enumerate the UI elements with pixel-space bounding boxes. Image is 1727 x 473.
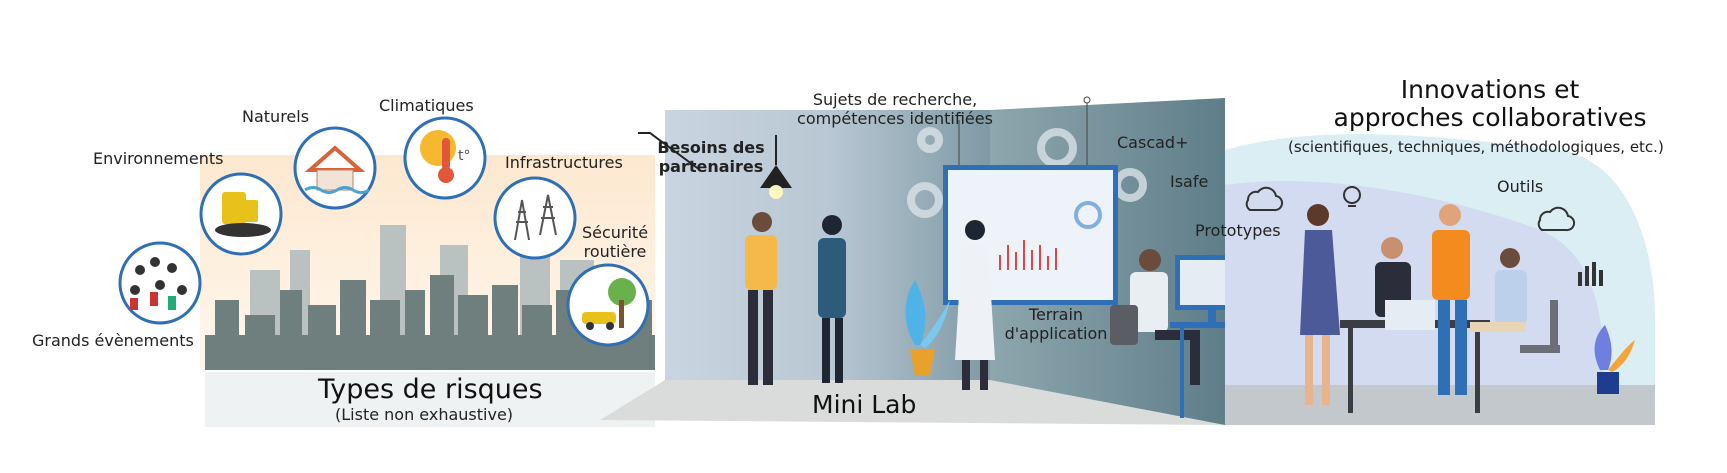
chart-icon xyxy=(1578,262,1603,286)
collaborators xyxy=(1300,204,1527,405)
cloud-icon xyxy=(1245,186,1576,232)
lightbulb-icon xyxy=(1343,186,1361,207)
label-grands-evenements: Grands évènements xyxy=(32,331,194,350)
label-securite-routiere: Sécurité routière xyxy=(580,223,650,261)
label-securite-line2: routière xyxy=(583,242,647,261)
label-besoins-line2: partenaires xyxy=(658,157,764,176)
oil-barrel-icon xyxy=(199,172,283,256)
label-naturels: Naturels xyxy=(242,107,310,126)
label-terrain-application: Terrain d'application xyxy=(1000,305,1112,343)
label-isafe: Isafe xyxy=(1170,172,1209,191)
team-members xyxy=(745,212,1200,390)
house-flood-icon xyxy=(293,126,377,210)
car-tree-icon xyxy=(566,263,650,347)
minilab-section xyxy=(600,96,1290,425)
innovations-subtitle: (scientifiques, techniques, méthodologiq… xyxy=(1288,138,1664,156)
label-prototypes: Prototypes xyxy=(1195,221,1281,240)
innovations-title-line2: approches collaboratives xyxy=(1333,103,1647,132)
plant-icon xyxy=(905,280,950,375)
power-pylon-icon xyxy=(493,176,577,260)
label-sujets-line2: compétences identifiées xyxy=(797,109,993,128)
risks-title: Types de risques xyxy=(318,374,543,405)
thermometer-sun-icon: t° xyxy=(403,116,487,200)
label-outils: Outils xyxy=(1497,177,1544,196)
innovations-section xyxy=(1225,134,1655,426)
crowd-icon xyxy=(118,241,202,325)
label-environnements: Environnements xyxy=(93,149,224,168)
label-securite-line1: Sécurité xyxy=(581,223,649,242)
label-terrain-line2: d'application xyxy=(1004,324,1108,343)
svg-text:t°: t° xyxy=(458,148,471,164)
innovations-title: Innovations et approches collaboratives xyxy=(1290,76,1690,132)
risks-section: t° xyxy=(118,116,655,427)
label-infrastructures: Infrastructures xyxy=(505,153,623,172)
innovations-title-line1: Innovations et xyxy=(1400,75,1580,104)
minilab-title: Mini Lab xyxy=(812,390,917,419)
label-climatiques: Climatiques xyxy=(379,96,474,115)
label-terrain-line1: Terrain xyxy=(1028,305,1084,324)
label-besoins-partenaires: Besoins des partenaires xyxy=(650,138,772,176)
lamp-icon xyxy=(760,135,792,199)
risks-subtitle: (Liste non exhaustive) xyxy=(335,405,514,424)
label-besoins-line1: Besoins des xyxy=(657,138,765,157)
label-sujets-line1: Sujets de recherche, xyxy=(812,90,978,109)
label-sujets-recherche: Sujets de recherche, compétences identif… xyxy=(780,90,1010,128)
label-cascad: Cascad+ xyxy=(1117,133,1189,152)
